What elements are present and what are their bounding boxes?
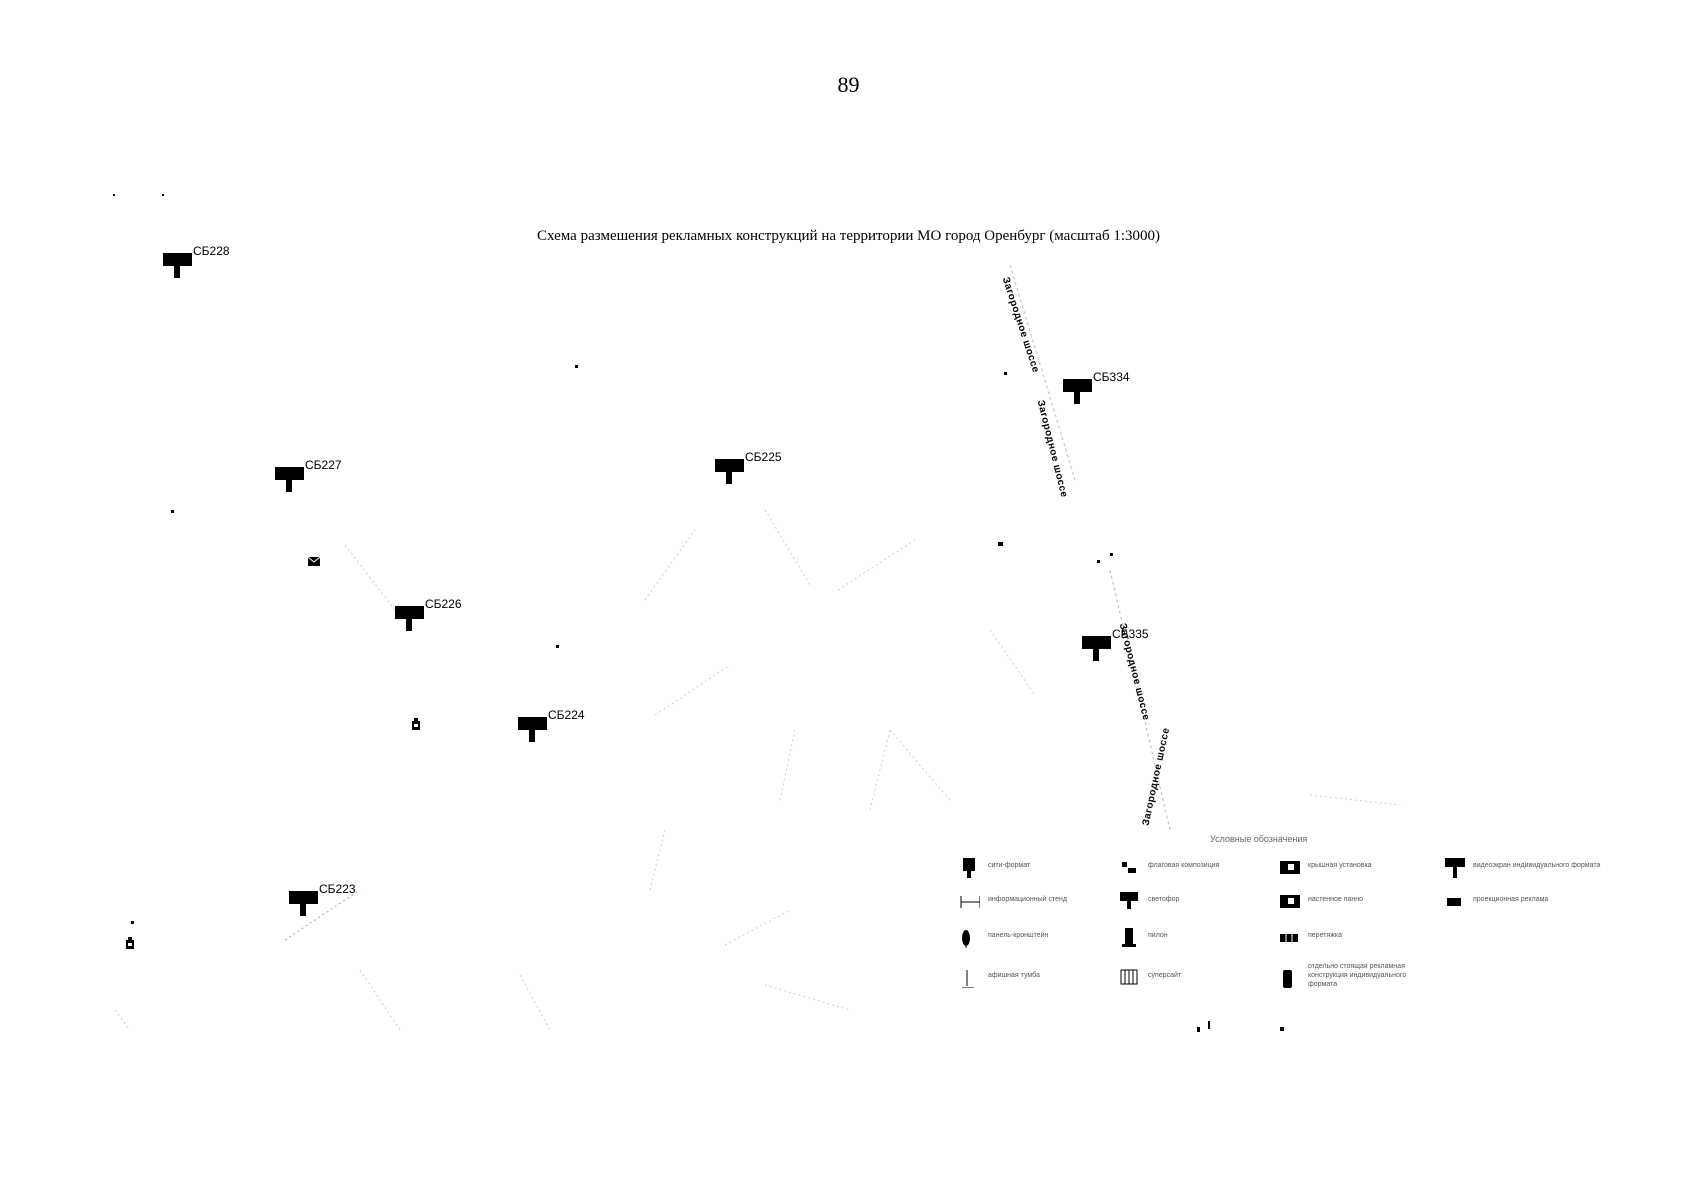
- billboard-icon: [395, 606, 424, 631]
- legend-label: видеоэкран индивидуального формата: [1473, 862, 1601, 869]
- legend-item: афишная тумба: [960, 968, 1120, 988]
- map-dot: [131, 921, 134, 924]
- billboard-icon: [715, 459, 744, 484]
- page-number: 89: [837, 72, 860, 97]
- map-title: Схема размешения рекламных конструкций н…: [537, 228, 1160, 244]
- map-dot: [998, 542, 1003, 546]
- individual-format-icon: [1283, 970, 1292, 988]
- map-dot: [171, 510, 174, 513]
- bus-stop-icon: [126, 937, 134, 949]
- marker-label: СБ228: [193, 244, 230, 258]
- billboard-marker[interactable]: СБ223: [289, 882, 356, 922]
- legend-label: проекционная реклама: [1473, 896, 1549, 903]
- legend-label: настенное панно: [1308, 896, 1364, 903]
- billboard-marker[interactable]: СБ224: [518, 708, 585, 748]
- map-dot: [1197, 1027, 1200, 1032]
- projection-icon: [1447, 898, 1461, 906]
- marker-label: СБ225: [745, 450, 782, 464]
- legend-item: информационный стенд: [960, 892, 1120, 912]
- legend-item: флаговая композиция: [1120, 858, 1280, 878]
- map-dot: [556, 645, 559, 648]
- pylon-icon: [1122, 928, 1136, 947]
- map-dot: [1097, 560, 1100, 563]
- bracket-panel-icon: [962, 930, 970, 948]
- legend-item: проекционная реклама: [1445, 892, 1605, 912]
- map-dot: [113, 194, 115, 196]
- map-legend: Условные обозначения сити-формат флагова…: [960, 828, 1620, 1038]
- billboard-icon: [1082, 636, 1111, 661]
- legend-label: светофор: [1148, 896, 1180, 903]
- marker-label: СБ223: [319, 882, 356, 896]
- marker-label: СБ334: [1093, 370, 1130, 384]
- bus-stop-icon: [412, 718, 420, 730]
- legend-label: флаговая композиция: [1148, 862, 1220, 869]
- info-stand-icon: [960, 896, 980, 908]
- legend-item: суперсайт: [1120, 968, 1280, 988]
- billboard-icon: [1063, 379, 1092, 404]
- map-dot: [1280, 1027, 1284, 1031]
- billboard-icon: [518, 717, 547, 742]
- billboard-marker[interactable]: СБ225: [715, 450, 782, 490]
- marker-label: СБ226: [425, 597, 462, 611]
- map-dot: [162, 194, 164, 196]
- supersite-icon: [1120, 969, 1138, 985]
- video-screen-icon: [1445, 858, 1465, 878]
- map-dot: [1208, 1021, 1210, 1029]
- wall-panel-icon: [1280, 895, 1300, 908]
- legend-item: видеоэкран индивидуального формата: [1445, 858, 1605, 878]
- legend-item: светофор: [1120, 892, 1280, 912]
- legend-label: информационный стенд: [988, 896, 1067, 903]
- legend-item: пилон: [1120, 928, 1280, 948]
- banner-stretch-icon: [1280, 934, 1298, 942]
- legend-item: перетяжка: [1280, 928, 1440, 948]
- legend-label: отдельно стоящая рекламная конструкция и…: [1308, 963, 1407, 988]
- map-dot: [1110, 553, 1113, 556]
- legend-item: настенное панно: [1280, 892, 1440, 912]
- marker-label: СБ335: [1112, 627, 1149, 641]
- billboard-icon: [275, 467, 304, 492]
- legend-item: сити-формат: [960, 858, 1120, 878]
- billboard-marker[interactable]: СБ228: [163, 244, 230, 284]
- envelope-icon: [308, 557, 320, 566]
- roof-installation-icon: [1280, 861, 1300, 874]
- map-dot: [1004, 372, 1007, 375]
- billboard-icon: [289, 891, 318, 916]
- legend-label: сити-формат: [988, 862, 1031, 869]
- marker-label: СБ227: [305, 458, 342, 472]
- billboard-marker[interactable]: СБ226: [395, 597, 462, 637]
- map-dot: [575, 365, 578, 368]
- legend-item: отдельно стоящая рекламная конструкция и…: [1280, 963, 1450, 988]
- legend-title: Условные обозначения: [1210, 834, 1308, 844]
- legend-label: крышная установка: [1308, 862, 1372, 869]
- traffic-light-icon: [1120, 892, 1138, 909]
- poster-column-icon: [962, 970, 974, 988]
- billboard-marker[interactable]: СБ227: [275, 458, 342, 498]
- legend-label: афишная тумба: [988, 972, 1040, 979]
- billboard-marker[interactable]: СБ335: [1082, 627, 1149, 667]
- city-format-icon: [963, 858, 975, 878]
- legend-item: панель-кронштейн: [960, 928, 1120, 948]
- legend-label: суперсайт: [1148, 972, 1182, 979]
- legend-label: панель-кронштейн: [988, 932, 1049, 939]
- legend-label: пилон: [1148, 932, 1168, 939]
- legend-item: крышная установка: [1280, 858, 1440, 878]
- billboard-marker[interactable]: СБ334: [1063, 370, 1130, 410]
- billboard-icon: [163, 253, 192, 278]
- flag-composition-icon: [1122, 862, 1136, 873]
- legend-label: перетяжка: [1308, 932, 1343, 939]
- marker-label: СБ224: [548, 708, 585, 722]
